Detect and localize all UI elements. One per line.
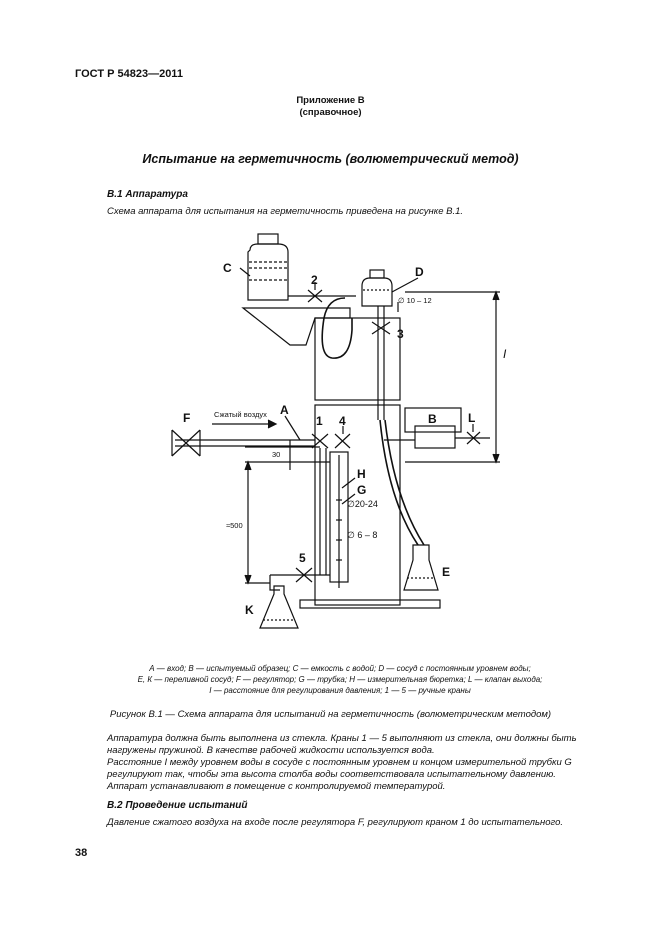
annex-subtitle: (справочное) (299, 107, 362, 118)
section-intro-b1: Схема аппарата для испытания на герметич… (107, 206, 464, 217)
flask-k (259, 585, 299, 629)
label-tap-3: 3 (397, 327, 404, 341)
figure-caption: Рисунок В.1 — Схема аппарата для испытан… (109, 709, 552, 720)
tap-3-valve (371, 321, 391, 335)
label-c: C (223, 261, 232, 275)
section-text-b2: Давление сжатого воздуха на входе после … (107, 817, 564, 828)
label-a: A (280, 403, 289, 417)
valve-l (466, 431, 481, 445)
body-paragraph-1: Аппаратура должна быть выполнена из стек… (107, 733, 577, 756)
label-tap-4: 4 (339, 414, 346, 428)
regulator-f-valve (171, 429, 201, 457)
section-heading-b1: В.1 Аппаратура (107, 189, 188, 200)
label-k: K (245, 603, 254, 617)
label-diameter-6-8: ∅ 6 – 8 (347, 530, 377, 540)
label-dim-30: 30 (272, 450, 280, 459)
page-title: Испытание на герметичность (волюметричес… (142, 152, 519, 166)
leader-d (391, 277, 419, 293)
body-paragraph-3: Аппарат устанавливают в помещение с конт… (107, 781, 446, 792)
shelf-bracket (241, 307, 351, 346)
vessel-d (361, 269, 393, 307)
upper-stand (314, 317, 401, 401)
figure-legend-line-1: А — вход; В — испытуемый образец; С — ем… (149, 664, 531, 673)
page-number: 38 (75, 847, 88, 859)
specimen-b-frame (404, 407, 462, 433)
body-paragraph-2: Расстояние I между уровнем воды в сосуде… (107, 757, 572, 780)
label-tap-1: 1 (316, 414, 323, 428)
tap-4-valve (334, 433, 351, 449)
vessel-c (247, 233, 289, 301)
label-h: H (357, 467, 366, 481)
tap-2-valve (307, 289, 323, 303)
hose-c-d (321, 297, 353, 359)
label-dim-500: ≈500 (226, 521, 243, 530)
specimen-b (414, 425, 456, 449)
label-tap-2: 2 (311, 273, 318, 287)
label-d: D (415, 265, 424, 279)
leader-c (239, 267, 251, 277)
lower-stand (314, 404, 401, 606)
annex-title: Приложение В (296, 95, 365, 106)
label-compressed-air: Сжатый воздух (214, 410, 267, 419)
label-diameter-20-24: ∅20-24 (347, 499, 378, 509)
label-f: F (183, 411, 190, 425)
base-plate (299, 599, 441, 609)
label-dim-i: I (503, 347, 507, 361)
label-e: E (442, 565, 450, 579)
tap-5-valve (295, 567, 313, 583)
tap-1-valve (311, 433, 329, 449)
label-g: G (357, 483, 366, 497)
section-heading-b2: В.2 Проведение испытаний (107, 800, 248, 811)
figure-legend-line-3: I — расстояние для регулирования давлени… (209, 686, 471, 695)
label-l: L (468, 411, 475, 425)
document-header: ГОСТ Р 54823—2011 (75, 68, 183, 80)
leader-h (341, 477, 356, 489)
label-tap-5: 5 (299, 551, 306, 565)
label-b: B (428, 412, 437, 426)
leader-a (284, 415, 301, 441)
figure-legend-line-2: Е, К — переливной сосуд; F — регулятор; … (137, 675, 543, 684)
flask-e (403, 544, 439, 591)
label-diameter-10-12: ∅ 10 – 12 (398, 296, 432, 305)
leader-g (341, 493, 356, 505)
